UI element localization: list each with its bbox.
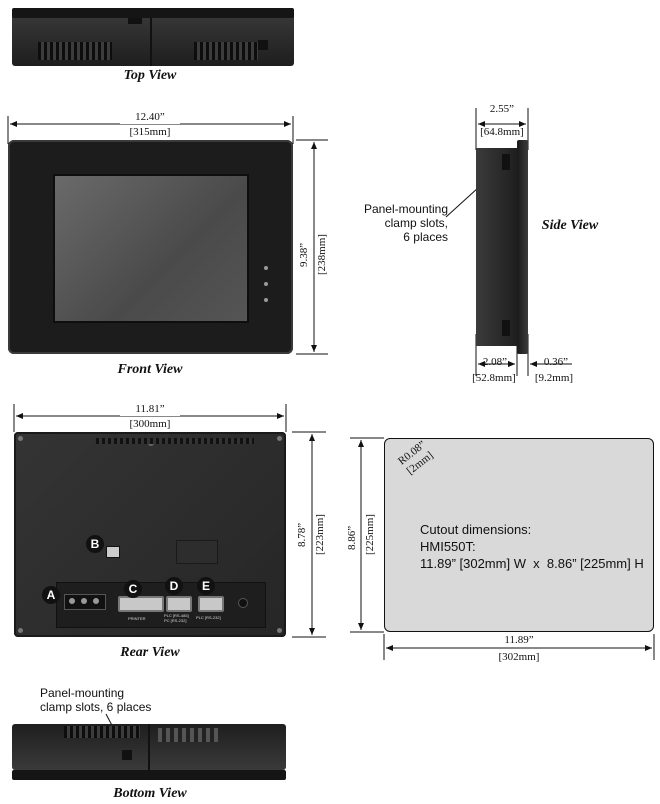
side-behind-mm: [52.8mm] — [472, 372, 516, 384]
cutout-height-dim: 8.86” — [346, 508, 360, 568]
top-view-vents-left — [38, 42, 112, 60]
ground-stud — [238, 598, 248, 608]
marker-b: B — [86, 535, 104, 553]
front-height-value: 9.38” — [298, 242, 310, 268]
cutout-width-dim: 11.89” — [504, 634, 534, 646]
side-view-housing — [476, 148, 518, 346]
clamp-slot-top — [502, 154, 510, 170]
cutout-height-value: 8.86” — [346, 525, 358, 551]
cutout-width-mm: [302mm] — [498, 651, 540, 663]
led-indicator-1 — [264, 266, 268, 270]
printer-connector-label: PRINTER — [128, 616, 146, 621]
printer-connector — [118, 596, 164, 612]
marker-e: E — [197, 577, 215, 595]
bottom-callout-line-2: clamp slots, 6 places — [40, 700, 152, 714]
rear-height-dim: 8.78” — [296, 505, 310, 565]
side-view-bezel — [517, 140, 528, 354]
rear-screw-br — [277, 628, 282, 633]
top-view — [12, 8, 294, 66]
side-depth-dim: 2.55” — [489, 103, 515, 115]
led-indicator-3 — [264, 298, 268, 302]
front-height-dim: 9.38” — [298, 225, 312, 285]
rear-vents — [96, 438, 254, 444]
rear-screw-tl — [18, 436, 23, 441]
bottom-callout-line-1: Panel-mounting — [40, 686, 125, 700]
clamp-slot-bottom — [502, 320, 510, 336]
front-view-screen — [53, 174, 249, 323]
side-bezel-dim: 0.36” — [543, 356, 569, 368]
front-height-mm-wrap: [238mm] — [316, 220, 330, 290]
marker-a: A — [42, 586, 60, 604]
rear-label-plate — [176, 540, 218, 564]
cutout-text-line-2: HMI550T: — [420, 539, 476, 554]
plc-pc-connector — [166, 596, 192, 612]
rear-screw-bl — [18, 628, 23, 633]
side-callout-line-2: clamp slots, — [384, 216, 448, 230]
cutout-height-mm: [225mm] — [364, 514, 376, 556]
side-view — [476, 140, 528, 354]
cutout-text-line-3: 11.89” [302mm] W x 8.86” [225mm] H — [420, 556, 644, 571]
top-view-latch — [258, 40, 268, 50]
bottom-view — [12, 724, 286, 780]
top-view-tab — [128, 18, 142, 24]
led-indicator-2 — [264, 282, 268, 286]
rear-width-dim: 11.81” — [120, 403, 180, 416]
bottom-view-title: Bottom View — [113, 786, 187, 801]
power-terminal-block — [64, 594, 106, 610]
bottom-view-seam — [148, 724, 150, 770]
bottom-view-vents — [64, 726, 140, 738]
bottom-view-clamp-slot — [122, 750, 132, 760]
cutout-height-mm-wrap: [225mm] — [364, 500, 378, 570]
rear-view-title: Rear View — [120, 645, 180, 660]
rear-height-value: 8.78” — [296, 522, 308, 548]
rear-view: PRINTER PLC [RS-485] PC [RS-232] PLC [RS… — [14, 432, 286, 637]
rear-width-mm: [300mm] — [129, 418, 171, 430]
bottom-view-connectors — [158, 728, 218, 742]
top-view-title: Top View — [123, 68, 177, 83]
front-height-mm: [238mm] — [316, 234, 328, 276]
plc-pc-connector-label-1: PLC [RS-485] — [164, 613, 189, 618]
side-callout-line-1: Panel-mounting — [363, 202, 448, 216]
cutout-description: Cutout dimensions: HMI550T: 11.89” [302m… — [420, 521, 652, 572]
front-view-title: Front View — [117, 362, 183, 377]
marker-c: C — [124, 580, 142, 598]
side-depth-mm: [64.8mm] — [480, 126, 524, 138]
cutout-shape — [384, 438, 654, 632]
side-callout-line-3: 6 places — [403, 230, 448, 244]
marker-d: D — [165, 577, 183, 595]
top-view-vents-right — [194, 42, 258, 60]
side-behind-dim: 2.08” — [482, 356, 508, 368]
front-view — [8, 140, 293, 354]
bottom-callout: Panel-mounting clamp slots, 6 places — [40, 686, 170, 714]
side-bezel-mm: [9.2mm] — [534, 372, 574, 384]
top-view-seam — [150, 18, 152, 66]
rear-height-mm-wrap: [223mm] — [314, 500, 328, 570]
rear-screw-tr — [277, 436, 282, 441]
side-callout: Panel-mounting clamp slots, 6 places — [356, 202, 448, 244]
bottom-view-bezel-edge — [12, 770, 286, 780]
rear-height-mm: [223mm] — [314, 514, 326, 556]
plc-connector — [198, 596, 224, 612]
cutout-text-line-1: Cutout dimensions: — [420, 522, 532, 537]
top-view-bezel-edge — [12, 8, 294, 18]
plc-connector-label: PLC [RS-232] — [196, 615, 221, 620]
dip-switch — [106, 546, 120, 558]
front-width-mm: [315mm] — [129, 126, 171, 138]
side-view-title: Side View — [541, 218, 599, 233]
front-width-dim: 12.40” — [120, 111, 180, 124]
plc-pc-connector-label-2: PC [RS-232] — [164, 618, 187, 623]
